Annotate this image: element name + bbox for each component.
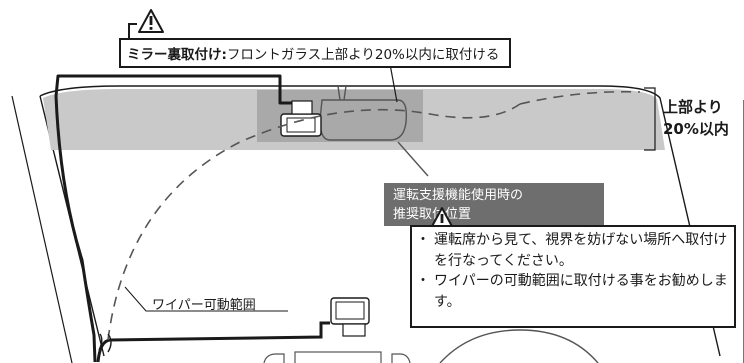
power-cable-lower [96, 321, 330, 363]
installation-notice-box: 運転席から見て、視界を妨げない場所へ取付けを行なってください。 ワイパーの可動範… [410, 225, 736, 328]
side-bracket [644, 87, 656, 151]
steering-wheel [439, 329, 599, 363]
dashboard-vent-right [391, 353, 411, 363]
warning-triangle-icon [138, 9, 164, 33]
power-cable [54, 74, 292, 363]
dashcam-lower-screen [335, 301, 365, 320]
recommended-line-1: 運転支援機能使用時の [393, 188, 524, 203]
mirror-stem [337, 85, 347, 101]
dashboard-display [294, 351, 382, 363]
callout-leader-top [389, 63, 398, 103]
wiper-range-arc-right [519, 90, 641, 105]
notice-item-wiper: ワイパーの可動範囲に取付ける事をお勧めします。 [416, 271, 734, 312]
dashboard-vent-left [263, 353, 285, 363]
wiper-leader [124, 286, 288, 312]
top-mounting-callout: ミラー裏取付け: フロントガラス上部より20%以内に取付ける [119, 38, 512, 68]
side-label-line-2: 20%以内 [663, 120, 729, 138]
notice-item-visibility: 運転席から見て、視界を妨げない場所へ取付けを行なってください。 [416, 230, 734, 271]
top-callout-bold-text: ミラー裏取付け: [127, 47, 227, 63]
recommended-position-box: 運転支援機能使用時の 推奨取付位置 [384, 183, 604, 226]
top-callout-text: フロントガラス上部より20%以内に取付ける [226, 47, 500, 63]
wiper-range-arc [107, 103, 521, 341]
wiper-range-label: ワイパー可動範囲 [152, 298, 256, 313]
top-percentage-label: 上部より 20%以内 [663, 96, 729, 140]
wiper-edge-mark [98, 333, 112, 353]
dashcam-lower-mount [342, 323, 366, 337]
recommended-line-2: 推奨取付位置 [393, 207, 472, 222]
top-callout-connector [128, 23, 137, 39]
a-pillar-left [11, 95, 73, 363]
rear-view-mirror [319, 99, 408, 141]
dashcam-upper-mount [291, 100, 313, 115]
recommended-leader [397, 141, 429, 177]
side-label-line-1: 上部より [663, 98, 723, 116]
